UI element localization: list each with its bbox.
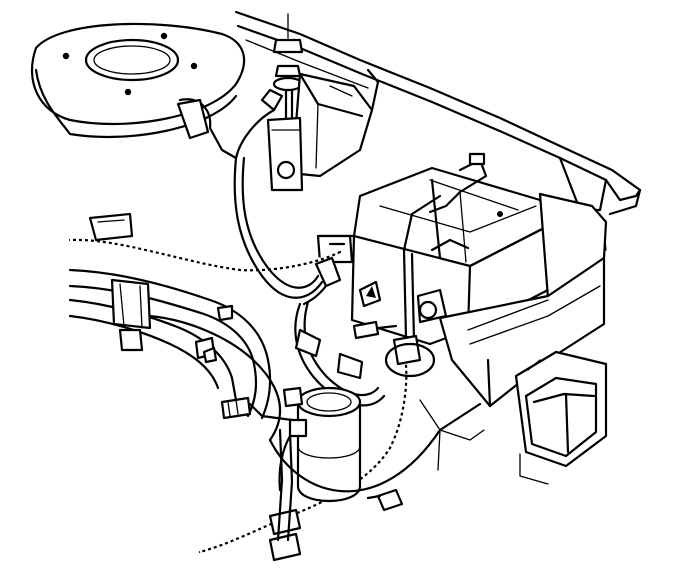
wiring-harness-icon [68, 88, 436, 562]
relay-module-icon [266, 68, 380, 192]
battery-tray-icon [31, 22, 246, 139]
bolt-icon [202, 320, 404, 512]
body-panel-icon [268, 399, 485, 493]
air-duct-icon [438, 192, 608, 485]
accumulator-canister-icon [278, 386, 362, 502]
coolant-pipes-icon [68, 268, 294, 542]
